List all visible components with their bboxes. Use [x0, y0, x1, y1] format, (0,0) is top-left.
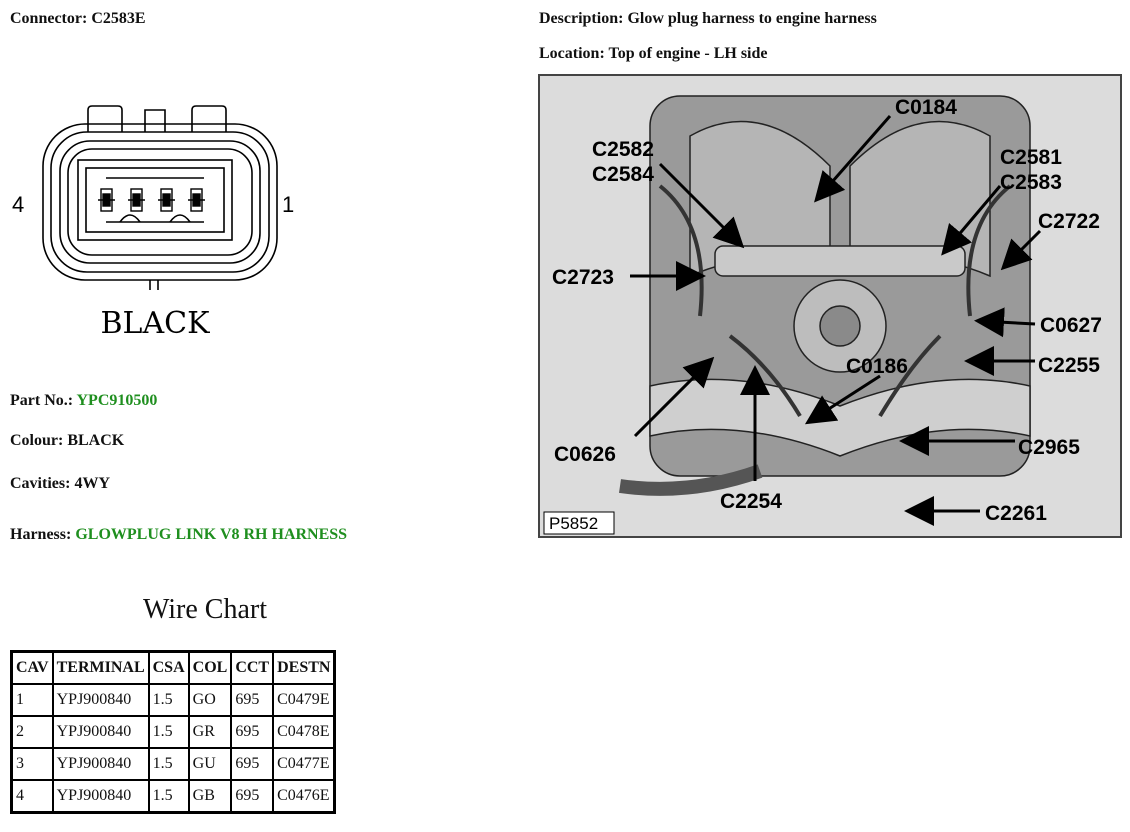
cell-destn: C0476E — [272, 779, 336, 814]
callout-c2581: C2581 — [1000, 146, 1062, 169]
pin-label-right: 1 — [282, 192, 294, 217]
cell-terminal: YPJ900840 — [51, 747, 150, 781]
callout-c0626: C0626 — [554, 443, 616, 466]
location-line: Location: Top of engine - LH side — [539, 45, 768, 63]
colour-line: Colour: BLACK — [10, 432, 124, 450]
description-line: Description: Glow plug harness to engine… — [539, 10, 877, 28]
cell-csa: 1.5 — [147, 715, 190, 749]
table-header-row: CAV TERMINAL CSA COL CCT DESTN — [10, 650, 336, 685]
callout-c2584: C2584 — [592, 163, 654, 186]
header-csa: CSA — [147, 650, 190, 685]
header-col: COL — [187, 650, 233, 685]
colour-value: BLACK — [67, 432, 125, 449]
cavities-value: 4WY — [74, 475, 110, 492]
connector-label: Connector: — [10, 10, 88, 27]
cell-cct: 695 — [230, 683, 275, 717]
table-row: 1 YPJ900840 1.5 GO 695 C0479E — [10, 683, 336, 717]
cell-cav: 3 — [10, 747, 54, 781]
cell-col: GR — [187, 715, 233, 749]
table-row: 3 YPJ900840 1.5 GU 695 C0477E — [10, 747, 336, 781]
callout-c2583: C2583 — [1000, 171, 1062, 194]
cell-cct: 695 — [230, 715, 275, 749]
callout-c0627: C0627 — [1040, 314, 1102, 337]
cell-cct: 695 — [230, 747, 275, 781]
cell-terminal: YPJ900840 — [51, 715, 150, 749]
engine-location-photo: C0184 C2582 C2584 C2581 C2583 C2722 C272… — [538, 74, 1122, 538]
harness-line: Harness: GLOWPLUG LINK V8 RH HARNESS — [10, 526, 347, 544]
wire-chart-table: CAV TERMINAL CSA COL CCT DESTN 1 YPJ9008… — [10, 650, 337, 814]
callout-c0184: C0184 — [895, 96, 957, 119]
callout-c2261: C2261 — [985, 502, 1047, 525]
header-cct: CCT — [230, 650, 275, 685]
callout-c2723: C2723 — [552, 266, 614, 289]
colour-label: Colour: — [10, 432, 64, 449]
callout-c2582: C2582 — [592, 138, 654, 161]
cell-cct: 695 — [230, 779, 275, 814]
connector-color-text: BLACK — [101, 306, 211, 341]
cell-destn: C0477E — [272, 747, 336, 781]
callout-labels: C0184 C2582 C2584 C2581 C2583 C2722 C272… — [552, 96, 1102, 525]
location-value: Top of engine - LH side — [608, 45, 768, 62]
table-row: 2 YPJ900840 1.5 GR 695 C0478E — [10, 715, 336, 749]
pin-label-left: 4 — [12, 192, 24, 217]
photo-id: P5852 — [549, 514, 598, 533]
cell-cav: 1 — [10, 683, 54, 717]
cell-cav: 2 — [10, 715, 54, 749]
part-number-value[interactable]: YPC910500 — [76, 392, 158, 409]
cell-csa: 1.5 — [147, 683, 190, 717]
header-destn: DESTN — [272, 650, 336, 685]
header-cav: CAV — [10, 650, 54, 685]
harness-value[interactable]: GLOWPLUG LINK V8 RH HARNESS — [75, 526, 348, 543]
cell-col: GU — [187, 747, 233, 781]
connector-title: Connector: C2583E — [10, 10, 146, 28]
connector-face-diagram: 4 1 BLACK — [12, 105, 294, 341]
cell-terminal: YPJ900840 — [51, 779, 150, 814]
part-number-label: Part No.: — [10, 392, 74, 409]
wire-chart-title: Wire Chart — [142, 594, 268, 625]
connector-value: C2583E — [91, 10, 146, 27]
cell-destn: C0479E — [272, 683, 336, 717]
cavities-line: Cavities: 4WY — [10, 475, 110, 493]
callout-arrows — [630, 115, 1042, 526]
callout-c0186: C0186 — [846, 355, 908, 378]
cell-col: GB — [187, 779, 233, 814]
harness-label: Harness: — [10, 526, 72, 543]
part-number-line: Part No.: YPC910500 — [10, 392, 157, 410]
callout-c2255: C2255 — [1038, 354, 1100, 377]
table-row: 4 YPJ900840 1.5 GB 695 C0476E — [10, 779, 336, 814]
cell-destn: C0478E — [272, 715, 336, 749]
location-label: Location: — [539, 45, 605, 62]
engine-illustration — [619, 95, 1031, 496]
cell-cav: 4 — [10, 779, 54, 814]
terminal-pins — [98, 188, 205, 212]
description-value: Glow plug harness to engine harness — [627, 10, 877, 27]
header-terminal: TERMINAL — [51, 650, 150, 685]
callout-c2254: C2254 — [720, 490, 782, 513]
description-label: Description: — [539, 10, 624, 27]
cell-terminal: YPJ900840 — [51, 683, 150, 717]
cavities-label: Cavities: — [10, 475, 71, 492]
cell-csa: 1.5 — [147, 779, 190, 814]
callout-c2722: C2722 — [1038, 210, 1100, 233]
cell-csa: 1.5 — [147, 747, 190, 781]
callout-c2965: C2965 — [1018, 436, 1080, 459]
cell-col: GO — [187, 683, 233, 717]
